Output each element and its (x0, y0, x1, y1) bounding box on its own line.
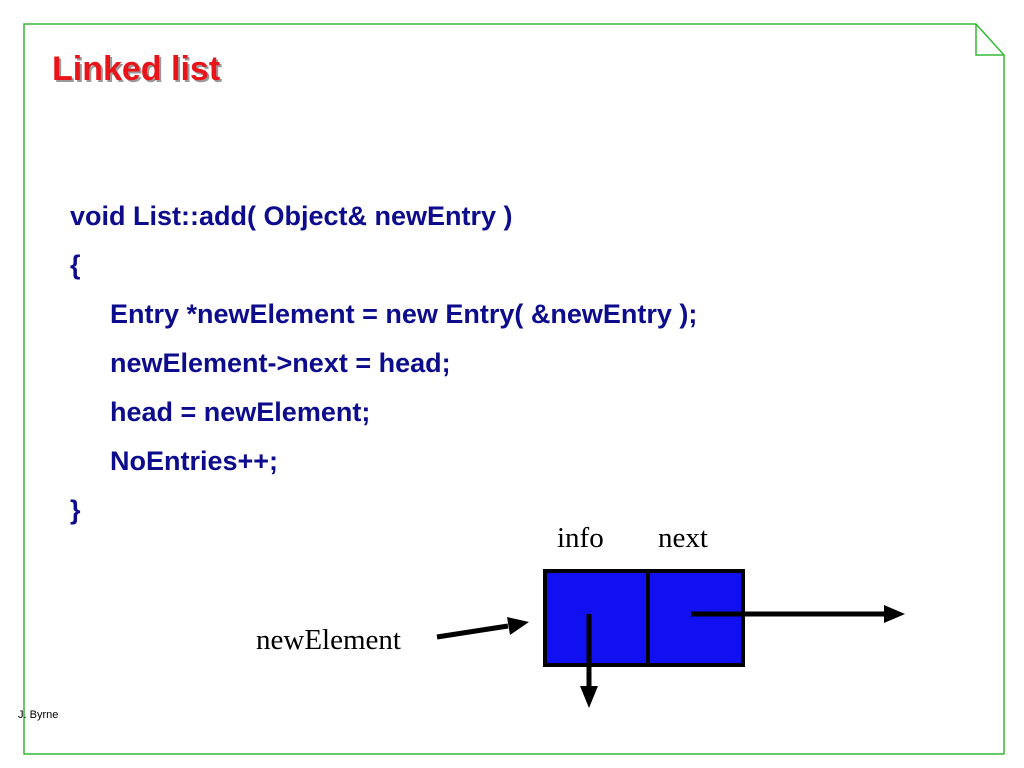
code-line-set-next: newElement->next = head; (110, 348, 451, 378)
info-arrow-head (580, 686, 598, 708)
new-element-arrow-head (507, 617, 529, 635)
next-arrow-head (884, 605, 905, 623)
new-element-label: newElement (256, 624, 401, 656)
code-block: void List::add( Object& newEntry ) { Ent… (70, 192, 697, 535)
info-label: info (557, 522, 604, 554)
code-line-close-brace: } (70, 495, 81, 525)
page-title: Linked list (52, 50, 221, 88)
author-footer: J. Byrne (18, 709, 59, 721)
new-element-arrow-line (436, 623, 509, 640)
node-next-cell (646, 569, 745, 667)
code-line-set-head: head = newElement; (110, 397, 371, 427)
code-line-increment: NoEntries++; (110, 446, 279, 476)
code-line-new-entry: Entry *newElement = new Entry( &newEntry… (110, 299, 698, 329)
code-line-signature: void List::add( Object& newEntry ) (70, 201, 513, 231)
next-label: next (658, 522, 708, 554)
node-info-cell (543, 569, 650, 667)
code-line-open-brace: { (70, 250, 81, 280)
